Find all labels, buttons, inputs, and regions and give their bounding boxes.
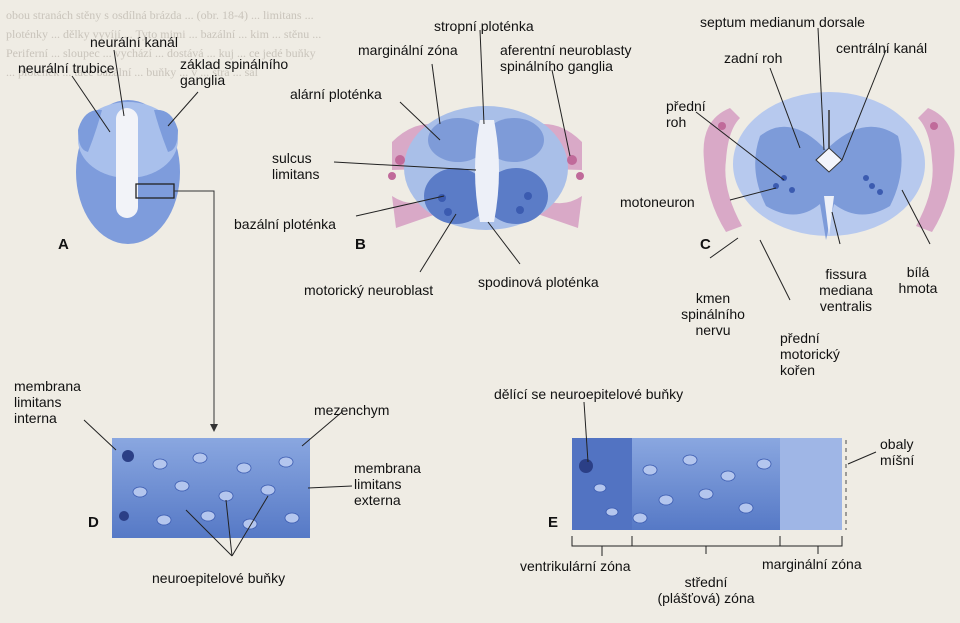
dorsal-root-right <box>916 108 955 232</box>
label-motoneuron: motoneuron <box>620 194 695 210</box>
panel-label-b: B <box>355 236 366 253</box>
alar-plate-left <box>428 118 488 162</box>
label-sulcus-limitans: sulcus limitans <box>272 150 320 182</box>
label-motor-neuroblast: motorický neuroblast <box>304 282 434 298</box>
mitotic-cell <box>122 450 134 462</box>
panel-label-c: C <box>700 236 711 253</box>
label-afferent-neuroblasts: aferentní neuroblasty spinálního ganglia <box>500 42 632 74</box>
label-spinal-ganglia-base: základ spinálního ganglia <box>180 56 289 88</box>
label-central-canal: centrální kanál <box>836 40 928 56</box>
panel-label-a: A <box>58 236 69 253</box>
label-white-matter: bílá hmota <box>898 264 938 296</box>
label-membrana-interna: membrana limitans interna <box>14 378 81 426</box>
gray-matter <box>755 126 902 240</box>
label-middle-zone: střední (plášťová) zóna <box>657 574 755 606</box>
label-basal-plate: bazální ploténka <box>234 216 336 232</box>
label-membrana-externa: membrana limitans externa <box>354 460 421 508</box>
panel-c-cord <box>695 27 955 301</box>
panel-label-e: E <box>548 514 559 531</box>
label-ventral-motor-root: přední motorický kořen <box>780 330 840 378</box>
label-septum: septum medianum dorsale <box>700 14 865 30</box>
fissura-gap <box>824 196 834 236</box>
label-dividing-cells: dělící se neuroepitelové buňky <box>494 386 684 402</box>
label-fissura: fissura mediana ventralis <box>819 266 873 314</box>
label-neural-tube: neurální trubice <box>18 60 115 76</box>
basal-plate-right <box>484 168 548 224</box>
panel-label-d: D <box>88 514 99 531</box>
magnification-link <box>174 190 215 428</box>
ganglion-base-right <box>154 109 178 152</box>
panel-b-cord <box>333 29 584 273</box>
alar-plate-right <box>484 118 544 162</box>
label-dorsal-horn: zadní roh <box>724 50 783 66</box>
marginal-zone-fill <box>780 438 842 530</box>
ganglion-base-left <box>78 109 102 152</box>
dividing-cell <box>579 459 593 473</box>
label-ventricular-zone: ventrikulární zóna <box>520 558 631 574</box>
label-spinal-nerve-trunk: kmen spinálního nervu <box>681 290 745 338</box>
label-spinal-coverings: obaly míšní <box>880 436 915 468</box>
neural-canal <box>116 108 138 218</box>
label-roof-plate: stropní ploténka <box>434 18 534 34</box>
central-canal-slit <box>475 120 499 222</box>
panel-e-layered-wall <box>571 401 877 556</box>
background-text-block: obou stranách stěny s osdílná brázda ...… <box>6 8 322 79</box>
label-ventral-horn: přední roh <box>666 98 706 130</box>
label-neuroepithelial-cells: neuroepitelové buňky <box>152 570 286 586</box>
label-mesenchyme: mezenchym <box>314 402 390 418</box>
basal-plate-left <box>424 168 488 224</box>
dorsal-root-left <box>703 108 742 232</box>
label-marginal-zone-b: marginální zóna <box>358 42 458 58</box>
panel-a-neural-tube <box>71 49 218 432</box>
epithelium-block <box>112 438 310 538</box>
label-neural-canal: neurální kanál <box>90 34 178 50</box>
panel-d-neuroepithelium <box>83 411 353 557</box>
label-floor-plate: spodinová ploténka <box>478 274 599 290</box>
label-alar-plate: alární ploténka <box>290 86 382 102</box>
label-marginal-zone-e: marginální zóna <box>762 556 862 572</box>
